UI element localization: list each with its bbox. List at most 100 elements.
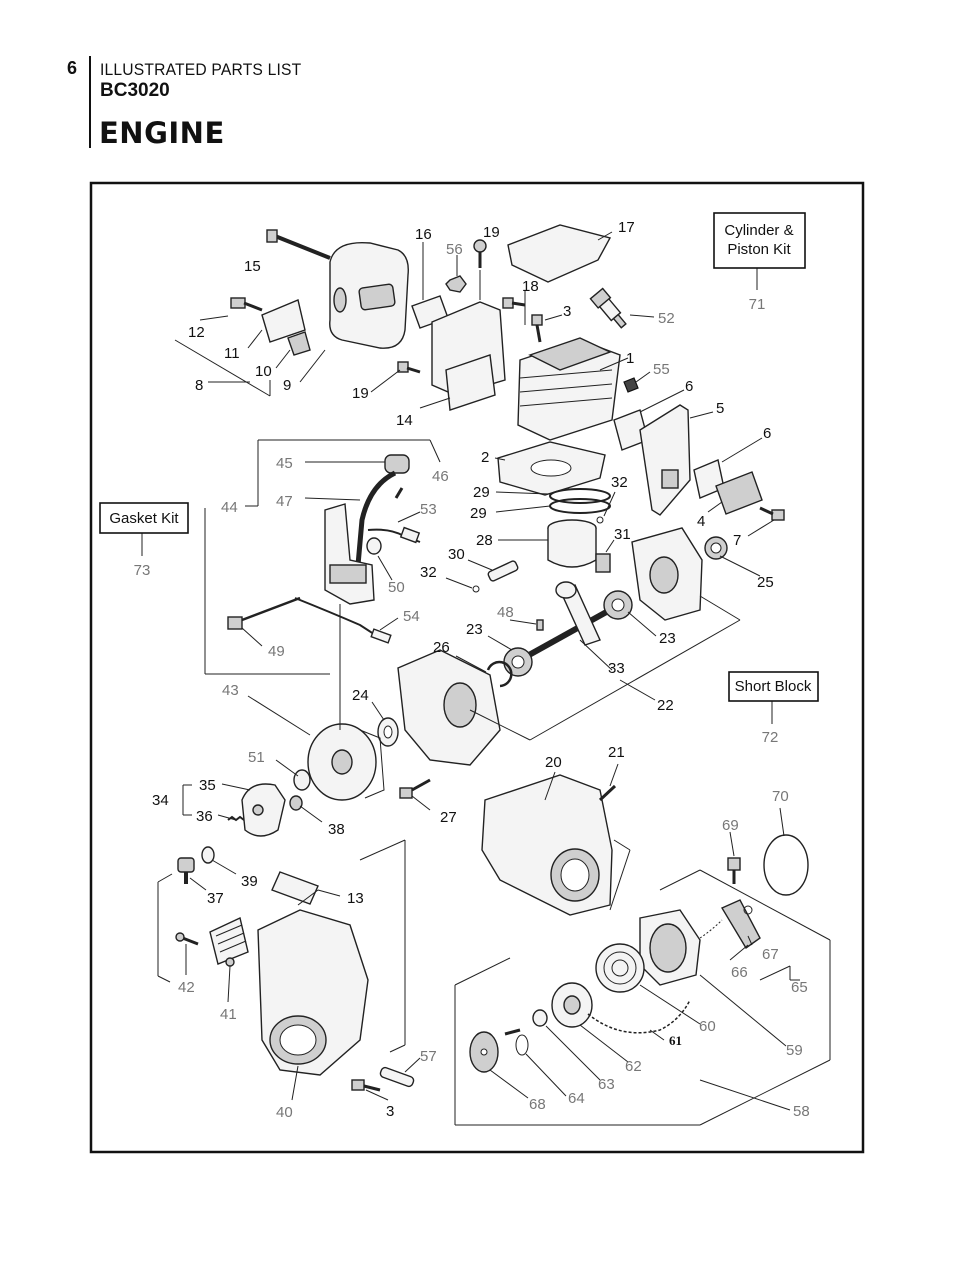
kit-number-gasket: 73	[134, 562, 151, 579]
callout-29b: 29	[470, 505, 487, 522]
callout-42: 42	[178, 979, 195, 996]
callout-14: 14	[396, 412, 413, 429]
needle-bearing-drawing	[595, 553, 611, 573]
clutch-drawing	[241, 783, 286, 837]
kit-label-cylinder-line2: Piston Kit	[727, 241, 791, 258]
callout-64: 64	[568, 1090, 585, 1107]
callout-12: 12	[188, 324, 205, 341]
callout-3b: 3	[386, 1103, 394, 1120]
callout-28: 28	[476, 532, 493, 549]
key-48-drawing	[536, 619, 544, 631]
pulley-drawing	[551, 982, 593, 1028]
header-divider	[89, 56, 91, 148]
callout-45: 45	[276, 455, 293, 472]
callout-31: 31	[614, 526, 631, 543]
air-grill-drawing	[209, 917, 249, 965]
screw-7-drawing	[771, 509, 785, 521]
callout-23a: 23	[466, 621, 483, 638]
starter-rope-drawing	[587, 999, 691, 1034]
callout-35: 35	[199, 777, 216, 794]
model-number: BC3020	[100, 80, 170, 101]
ring-64-drawing	[515, 1034, 529, 1056]
callout-41: 41	[220, 1006, 237, 1023]
callout-19a: 19	[483, 224, 500, 241]
callout-1: 1	[626, 350, 634, 367]
page-number: 6	[67, 58, 78, 78]
leader-lines	[141, 231, 831, 1126]
callout-32b: 32	[420, 564, 437, 581]
screw-27-drawing	[399, 787, 413, 799]
callout-36: 36	[196, 808, 213, 825]
kit-label-short-block: Short Block	[735, 678, 812, 695]
callout-34: 34	[152, 792, 169, 809]
callout-60: 60	[699, 1018, 716, 1035]
label-13-drawing	[271, 871, 319, 905]
callout-51: 51	[248, 749, 265, 766]
crankshaft-drawing	[518, 581, 612, 663]
callout-50: 50	[388, 579, 405, 596]
decal-70-drawing	[763, 834, 809, 896]
washer-51-drawing	[293, 769, 311, 791]
piston-pin-drawing	[487, 560, 519, 582]
part-50-drawing	[366, 537, 382, 555]
page-title: ENGINE	[99, 116, 225, 150]
callout-49: 49	[268, 643, 285, 660]
fan-housing-drawing	[257, 909, 369, 1076]
callout-16: 16	[415, 226, 432, 243]
callout-11: 11	[224, 345, 240, 362]
callout-19b: 19	[352, 385, 369, 402]
recoil-housing-drawing	[639, 909, 701, 986]
screw-21-drawing	[598, 784, 617, 802]
callout-24: 24	[352, 687, 369, 704]
callout-27: 27	[440, 809, 457, 826]
callout-65: 65	[791, 979, 808, 996]
cylinder-drawing	[517, 337, 621, 441]
callout-57: 57	[420, 1048, 437, 1065]
callout-58: 58	[793, 1103, 810, 1120]
callout-70: 70	[772, 788, 789, 805]
washer-63-drawing	[532, 1009, 548, 1027]
callout-69: 69	[722, 817, 739, 834]
callout-5: 5	[716, 400, 724, 417]
callout-22: 22	[657, 697, 674, 714]
callout-54: 54	[403, 608, 420, 625]
crankcase-right-drawing	[631, 527, 703, 621]
callout-52: 52	[658, 310, 675, 327]
callout-26: 26	[433, 639, 450, 656]
callout-17: 17	[618, 219, 635, 236]
piston-ring-b-drawing	[549, 498, 611, 514]
ignition-coil-drawing	[324, 454, 410, 605]
callout-10: 10	[255, 363, 272, 380]
document-subtitle: ILLUSTRATED PARTS LIST	[100, 60, 302, 79]
recoil-spring-drawing	[595, 943, 645, 993]
callout-40: 40	[276, 1104, 293, 1121]
piston-drawing	[547, 519, 597, 568]
callout-53: 53	[420, 501, 437, 518]
screw-19b-drawing	[473, 239, 487, 268]
callout-8: 8	[195, 377, 203, 394]
callout-21: 21	[608, 744, 625, 761]
washer-39-drawing	[201, 846, 215, 864]
clip-32a-drawing	[596, 516, 604, 524]
callout-39: 39	[241, 873, 258, 890]
callout-67: 67	[762, 946, 779, 963]
callout-2: 2	[481, 449, 489, 466]
kit-box-cylinder-piston: Cylinder & Piston Kit 71	[713, 212, 806, 313]
callout-62: 62	[625, 1058, 642, 1075]
callout-numbers: 1 2 3 3 4 5 6 6 7 8 9 10 11 12 13 14 15 …	[152, 219, 810, 1121]
block-4-drawing	[715, 471, 763, 515]
callout-4: 4	[697, 513, 705, 530]
starter-housing-drawing	[481, 774, 613, 916]
callout-37: 37	[207, 890, 224, 907]
callout-47: 47	[276, 493, 293, 510]
screw-3a-drawing	[531, 314, 543, 326]
kit-box-gasket: Gasket Kit 73	[99, 502, 189, 579]
retaining-ring-drawing	[486, 660, 513, 688]
wire-54-drawing	[294, 597, 381, 639]
callout-68: 68	[529, 1096, 546, 1113]
kit-label-cylinder-line1: Cylinder &	[724, 222, 793, 239]
clip-32b-drawing	[472, 585, 480, 593]
screw-49-drawing	[227, 616, 243, 630]
callout-66: 66	[731, 964, 748, 981]
